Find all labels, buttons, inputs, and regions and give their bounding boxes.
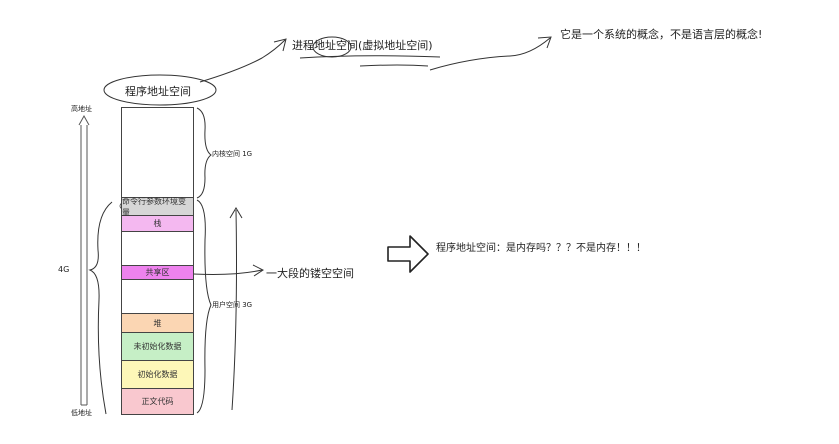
kernel-brace [196,107,212,199]
user-space-label: 用户空间 3G [212,301,253,309]
segment-text: 正文代码 [121,389,194,415]
growth-arrow [231,209,237,411]
segment-stack: 栈 [121,216,194,232]
gap-note: 一大段的镂空空间 [266,267,354,280]
process-space-label: 进程地址空间(虚拟地址空间) [292,39,433,52]
kernel-space-label: 内核空间 1G [212,150,253,158]
title-circle [103,74,217,106]
segment-gap-lower [121,280,194,314]
title-link-curve [199,39,286,83]
segment-cmdline-env: 命令行参数环境变量 [121,197,194,217]
address-axis-arrow [78,114,90,406]
user-brace [196,199,212,414]
big-right-arrow [387,235,429,273]
segment-kernel [121,107,194,198]
concept-note: 它是一个系统的概念，不是语言层的概念! [560,28,763,41]
segment-heap: 堆 [121,314,194,333]
low-address-label: 低地址 [71,409,92,417]
total-brace [88,201,113,415]
segment-gap-upper [121,232,194,266]
concept-link-curve [429,37,551,71]
process-underline [299,55,441,59]
segment-bss: 未初始化数据 [121,333,194,361]
total-size-label: 4G [58,265,70,274]
question-note: 程序地址空间：是内存吗？？？不是内存！！！ [436,243,646,254]
segment-shared: 共享区 [121,266,194,280]
address-word-circle [312,36,352,58]
segment-data: 初始化数据 [121,361,194,389]
title-block-label: 程序地址空间 [125,85,191,98]
high-address-label: 高地址 [71,105,92,113]
